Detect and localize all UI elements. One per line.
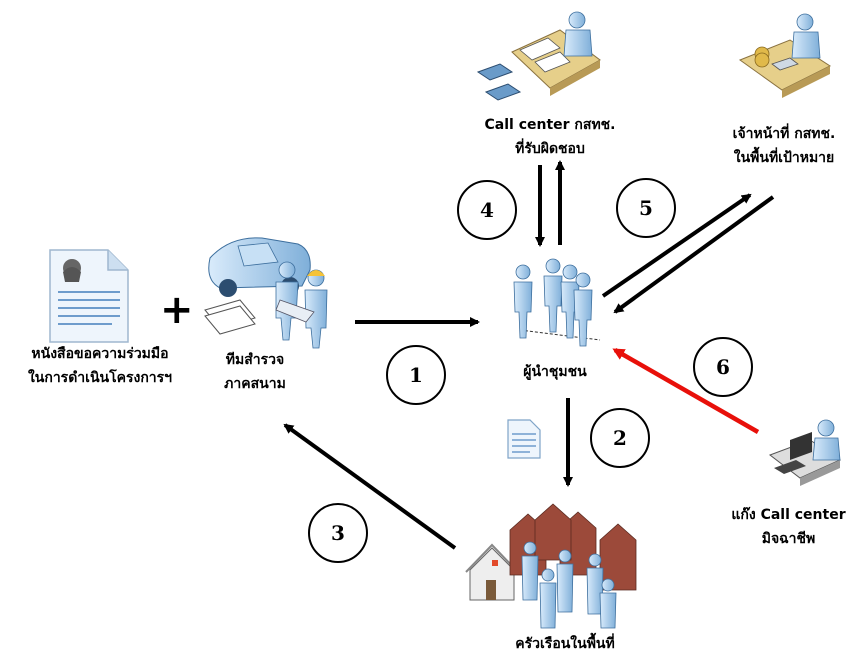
call-center-label: Call center กสทช. ที่รับผิดชอบ <box>455 113 645 161</box>
survey-team-icon <box>204 237 328 349</box>
survey-team-label: ทีมสำรวจ ภาคสนาม <box>200 348 310 396</box>
plus-sign: + <box>160 287 194 333</box>
small-document-icon <box>507 419 541 459</box>
scam-label-line2: มิจฉาชีพ <box>761 531 816 547</box>
arrow-scam-to-leader <box>612 348 760 434</box>
scam-label-line1: แก๊ง Call center <box>731 507 846 523</box>
step-4-circle: 4 <box>457 180 517 240</box>
community-leader-label-line1: ผู้นำชุมชน <box>523 364 587 380</box>
call-center-label-line1: Call center กสทช. <box>484 117 616 133</box>
households-label-line1: ครัวเรือนในพื้นที่ <box>515 636 615 652</box>
households-icon <box>465 503 637 629</box>
community-leader-label: ผู้นำชุมชน <box>490 360 620 384</box>
letter-label-line1: หนังสือขอความร่วมมือ <box>31 346 169 362</box>
officer-label-line1: เจ้าหน้าที่ กสทช. <box>732 126 836 142</box>
officer-icon <box>738 13 832 98</box>
letter-label: หนังสือขอความร่วมมือ ในการดำเนินโครงการฯ <box>0 342 200 390</box>
document-icon <box>49 249 129 343</box>
survey-team-label-line1: ทีมสำรวจ <box>225 352 285 368</box>
arrow-leader-to-officer <box>601 193 752 298</box>
arrow-officer-to-leader <box>613 195 775 314</box>
arrow-households-to-survey <box>283 423 457 550</box>
letter-label-line2: ในการดำเนินโครงการฯ <box>27 370 173 386</box>
call-center-icon <box>476 11 601 101</box>
step-1-circle: 1 <box>386 345 446 405</box>
households-label: ครัวเรือนในพื้นที่ <box>490 632 640 656</box>
survey-team-label-line2: ภาคสนาม <box>224 376 286 392</box>
community-leader-icon <box>513 258 601 347</box>
scam-label: แก๊ง Call center มิจฉาชีพ <box>718 503 859 551</box>
officer-label-line2: ในพื้นที่เป้าหมาย <box>733 150 835 166</box>
call-center-label-line2: ที่รับผิดชอบ <box>515 141 585 157</box>
officer-label: เจ้าหน้าที่ กสทช. ในพื้นที่เป้าหมาย <box>710 122 858 170</box>
step-3-circle: 3 <box>308 503 368 563</box>
step-2-circle: 2 <box>590 408 650 468</box>
step-5-circle: 5 <box>616 178 676 238</box>
scam-call-center-icon <box>768 419 842 486</box>
step-6-circle: 6 <box>693 337 753 397</box>
